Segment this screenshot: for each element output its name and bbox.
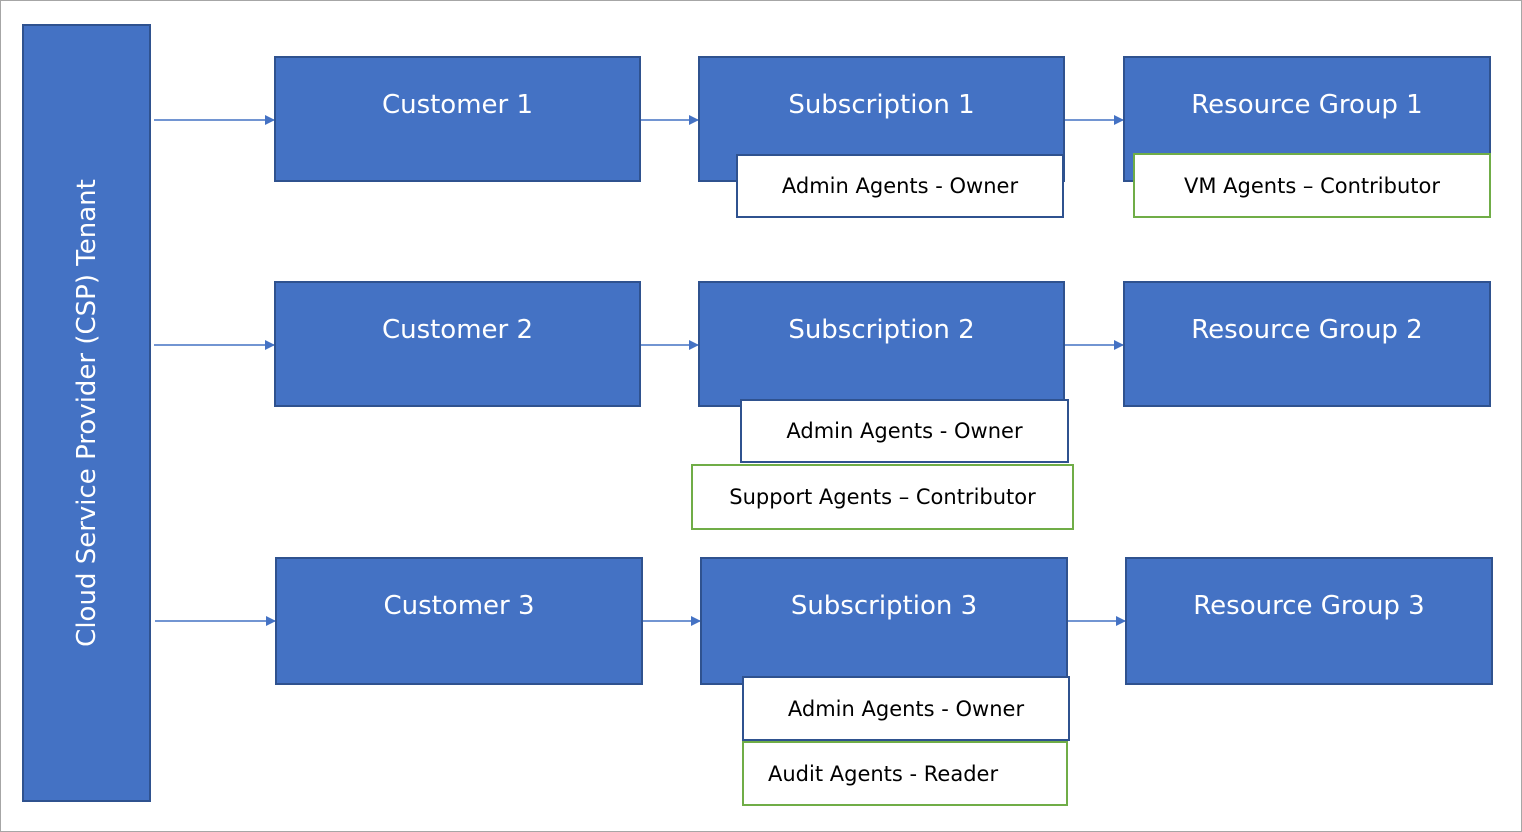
resource-group-3-box: Resource Group 3 bbox=[1125, 557, 1493, 685]
resource-group-1-role-vm: VM Agents – Contributor bbox=[1133, 153, 1491, 218]
subscription-3-label: Subscription 3 bbox=[790, 591, 978, 621]
subscription-2-label: Subscription 2 bbox=[788, 315, 975, 345]
subscription-1-label: Subscription 1 bbox=[788, 90, 975, 120]
subscription-2-role-support: Support Agents – Contributor bbox=[691, 464, 1074, 530]
csp-tenant-box: Cloud Service Provider (CSP) Tenant bbox=[22, 24, 151, 802]
subscription-3-role-audit: Audit Agents - Reader bbox=[742, 741, 1068, 806]
subscription-2-role-admin: Admin Agents - Owner bbox=[740, 399, 1069, 463]
resource-group-2-label: Resource Group 2 bbox=[1191, 315, 1423, 345]
role-label: Admin Agents - Owner bbox=[781, 174, 1019, 198]
customer-3-box: Customer 3 bbox=[275, 557, 643, 685]
resource-group-2-box: Resource Group 2 bbox=[1123, 281, 1491, 407]
subscription-2-box: Subscription 2 bbox=[698, 281, 1065, 407]
subscription-1-role-admin: Admin Agents - Owner bbox=[736, 154, 1064, 218]
customer-2-label: Customer 2 bbox=[381, 315, 534, 345]
role-label: Support Agents – Contributor bbox=[729, 485, 1036, 509]
customer-2-box: Customer 2 bbox=[274, 281, 641, 407]
resource-group-1-label: Resource Group 1 bbox=[1191, 90, 1423, 120]
role-label: VM Agents – Contributor bbox=[1184, 173, 1440, 198]
csp-tenant-label: Cloud Service Provider (CSP) Tenant bbox=[71, 179, 102, 647]
customer-1-box: Customer 1 bbox=[274, 56, 641, 182]
role-label: Audit Agents - Reader bbox=[768, 761, 999, 786]
customer-1-label: Customer 1 bbox=[381, 90, 534, 120]
subscription-3-role-admin: Admin Agents - Owner bbox=[742, 676, 1070, 741]
subscription-3-box: Subscription 3 bbox=[700, 557, 1068, 685]
role-label: Admin Agents - Owner bbox=[787, 696, 1025, 721]
role-label: Admin Agents - Owner bbox=[786, 419, 1023, 443]
resource-group-3-label: Resource Group 3 bbox=[1193, 591, 1425, 621]
customer-3-label: Customer 3 bbox=[383, 591, 535, 621]
